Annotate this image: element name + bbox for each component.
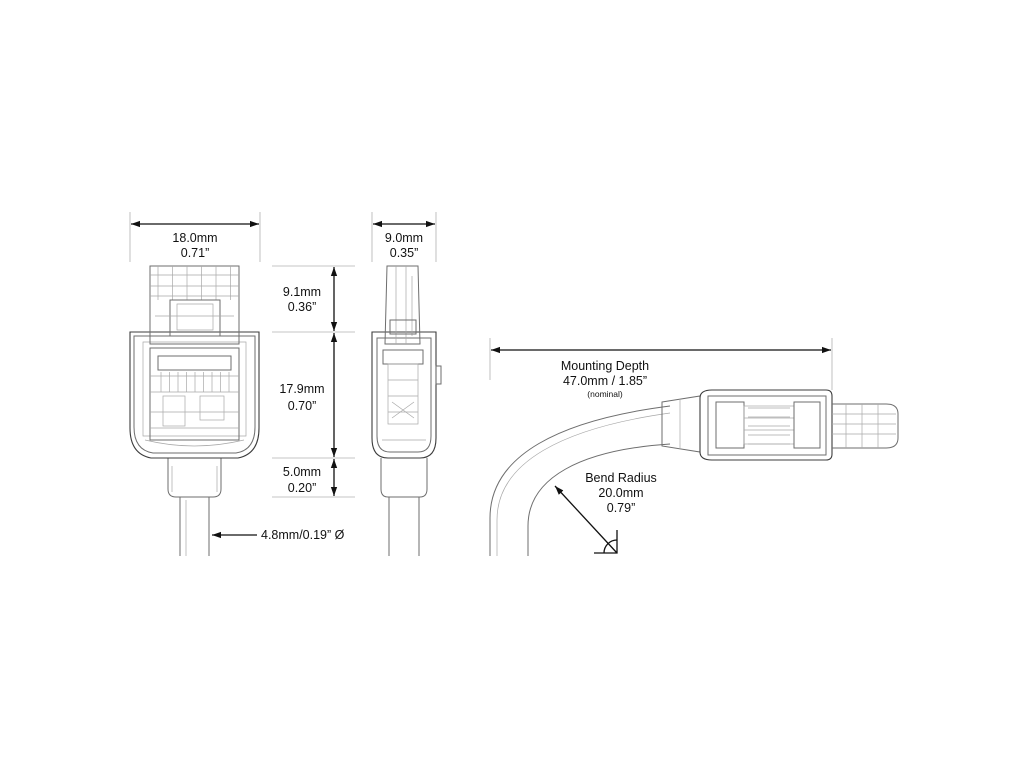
- front-width-in: 0.71”: [181, 246, 210, 260]
- bend-view: [489, 338, 899, 556]
- bend-contacts: [748, 407, 790, 445]
- side-housing: [371, 331, 442, 459]
- front-housing: [129, 331, 260, 459]
- bend-radius-in: 0.79”: [607, 501, 636, 515]
- body-height-in: 0.70”: [288, 399, 317, 413]
- side-latch: [384, 265, 421, 345]
- mounting-depth-value: 47.0mm / 1.85”: [563, 374, 647, 388]
- latch-height-in: 0.36”: [288, 300, 317, 314]
- body-height-dimension: 17.9mm 0.70”: [279, 333, 338, 457]
- front-cable: [179, 497, 210, 556]
- front-latch: [149, 265, 240, 345]
- boot-height-dimension: 5.0mm 0.20”: [283, 459, 338, 496]
- side-width-mm: 9.0mm: [385, 231, 423, 245]
- cable-diameter-callout: 4.8mm/0.19” Ø: [212, 528, 345, 542]
- front-boot: [167, 458, 222, 498]
- bend-boot: [661, 395, 701, 453]
- bend-radius-dimension: Bend Radius 20.0mm 0.79”: [585, 471, 657, 515]
- cable-diameter: 4.8mm/0.19” Ø: [261, 528, 345, 542]
- mounting-depth-label: Mounting Depth: [561, 359, 649, 373]
- boot-height-in: 0.20”: [288, 481, 317, 495]
- side-boot: [380, 458, 428, 498]
- mounting-depth-dimension: Mounting Depth 47.0mm / 1.85” (nominal): [491, 346, 831, 399]
- front-latch-ribs: [157, 266, 231, 300]
- bend-housing: [699, 389, 833, 461]
- boot-height-mm: 5.0mm: [283, 465, 321, 479]
- front-contacts: [160, 372, 230, 392]
- bend-radius-label: Bend Radius: [585, 471, 657, 485]
- front-width-dimension: 18.0mm 0.71”: [131, 220, 259, 260]
- bend-radius-mm: 20.0mm: [598, 486, 643, 500]
- bend-radius-marker: [554, 485, 618, 554]
- front-view: [129, 212, 355, 556]
- body-height-mm: 17.9mm: [279, 382, 324, 396]
- bent-cable: [489, 405, 671, 556]
- side-width-dimension: 9.0mm 0.35”: [373, 220, 435, 260]
- front-width-mm: 18.0mm: [172, 231, 217, 245]
- latch-height-mm: 9.1mm: [283, 285, 321, 299]
- bend-plug-tip: [832, 403, 899, 449]
- side-cable: [388, 497, 420, 556]
- latch-height-dimension: 9.1mm 0.36”: [283, 267, 338, 331]
- mounting-depth-note: (nominal): [587, 389, 623, 399]
- side-width-in: 0.35”: [390, 246, 419, 260]
- side-view: [371, 212, 442, 556]
